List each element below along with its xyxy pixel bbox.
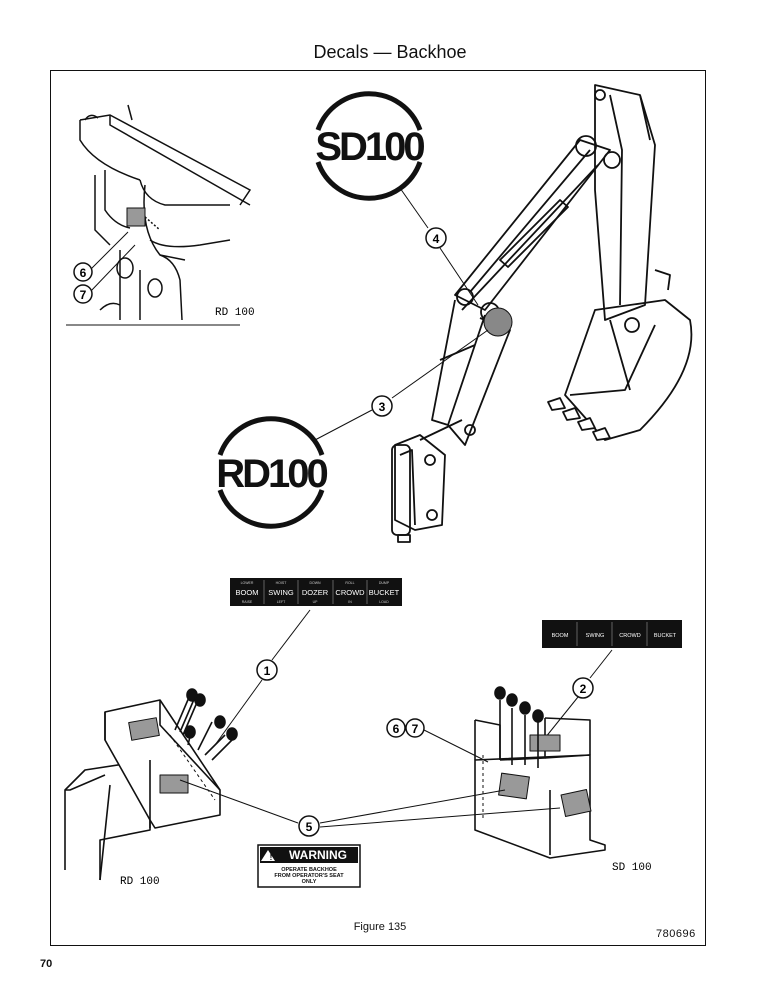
page-title: Decals — Backhoe xyxy=(313,42,467,62)
rd-decal-boom: BOOM xyxy=(236,588,259,597)
rd-decal-bottom-bucket: LOAD xyxy=(379,600,389,604)
backhoe-arm-illustration xyxy=(391,84,693,543)
callout-7-sd-label: 7 xyxy=(412,722,419,736)
rd-console-model-label: RD 100 xyxy=(120,876,160,888)
callout-3-leader-b xyxy=(391,329,489,399)
callout-2 xyxy=(572,677,594,699)
callout-7-inset xyxy=(73,284,93,304)
rd-console-illustration xyxy=(64,688,238,881)
sd-decal-bucket: BUCKET xyxy=(654,633,677,639)
rd-decal-top-bucket: DUMP xyxy=(379,581,390,585)
rd-decal-bottom-swing: LEFT xyxy=(277,600,286,604)
figure-frame xyxy=(50,70,706,946)
rd-decal-top-crowd: ROLL xyxy=(345,581,354,585)
rd-decal-bottom-crowd: IN xyxy=(348,600,352,604)
callout-3-label: 3 xyxy=(379,400,386,414)
callout-3-leader xyxy=(314,409,373,441)
callout-5 xyxy=(298,815,320,837)
callout-6-sd-label: 6 xyxy=(393,722,400,736)
rd-decal-swing: SWING xyxy=(268,588,294,597)
warning-line-3: ONLY xyxy=(302,879,317,885)
rd-decal-top-swing: HOIST xyxy=(276,581,288,585)
callout-3 xyxy=(371,395,393,417)
inset-valve-illustration xyxy=(79,104,252,321)
callout-5-leader-a xyxy=(179,779,299,824)
callout-1-leader-b xyxy=(214,679,263,746)
warning-title: WARNING xyxy=(289,848,347,862)
callout-5-leader-c xyxy=(319,807,561,828)
rd-decal-top-dozer: DOWN xyxy=(309,581,321,585)
rd-decal-bottom-boom: RAISE xyxy=(242,600,253,604)
callout-2-leader xyxy=(589,649,613,679)
callout-2-leader-b xyxy=(544,696,579,739)
callout-7-inset-label: 7 xyxy=(80,288,87,302)
sd-decal-crowd: CROWD xyxy=(619,633,640,639)
callout-6-inset xyxy=(73,262,93,282)
callout-67-leader xyxy=(423,729,489,763)
rd-decal-crowd: CROWD xyxy=(335,588,365,597)
warning-decal: ! WARNING OPERATE BACKHOE FROM OPERATOR'… xyxy=(257,844,361,888)
callout-4-leader xyxy=(399,187,429,229)
callout-6-inset-label: 6 xyxy=(80,266,87,280)
rd100-logo: RD100 xyxy=(216,416,331,529)
warning-line-1: OPERATE BACKHOE xyxy=(281,867,337,873)
callout-6-sd xyxy=(386,718,406,738)
svg-text:!: ! xyxy=(270,853,273,862)
warning-line-2: FROM OPERATOR'S SEAT xyxy=(274,873,344,879)
inset-model-label: RD 100 xyxy=(215,307,255,319)
sd-console-model-label: SD 100 xyxy=(612,862,652,874)
callout-1-leader xyxy=(271,609,311,661)
rd100-logo-text: RD100 xyxy=(216,452,327,496)
rd-decal-top-boom: LOWER xyxy=(241,581,254,585)
figure-code: 780696 xyxy=(656,928,696,940)
warning-triangle-icon xyxy=(261,850,275,861)
rd-decal-bucket: BUCKET xyxy=(369,588,400,597)
rd-decal-dozer: DOZER xyxy=(302,588,329,597)
callout-1-label: 1 xyxy=(264,664,271,678)
callout-4 xyxy=(425,227,447,249)
sd-console-illustration xyxy=(474,686,606,859)
sd100-logo: SD100 xyxy=(315,91,427,201)
callout-7-sd xyxy=(405,718,425,738)
figure-caption: Figure 135 xyxy=(353,921,407,933)
page-number: 70 xyxy=(40,958,53,970)
sd-decal-swing: SWING xyxy=(586,633,605,639)
sd-decal-boom: BOOM xyxy=(552,633,569,639)
callout-5-leader-b xyxy=(319,789,506,824)
rd-control-decal: LOWER HOIST DOWN ROLL DUMP BOOM SWING DO… xyxy=(230,578,402,606)
callout-4-label: 4 xyxy=(433,232,440,246)
callout-2-label: 2 xyxy=(580,682,587,696)
rd-decal-bottom-dozer: UP xyxy=(313,600,319,604)
callout-5-label: 5 xyxy=(306,820,313,834)
callout-4-leader-b xyxy=(439,247,479,306)
callout-1 xyxy=(256,659,278,681)
sd-control-decal: BOOM SWING CROWD BUCKET xyxy=(542,620,682,648)
sd100-logo-text: SD100 xyxy=(315,125,424,169)
